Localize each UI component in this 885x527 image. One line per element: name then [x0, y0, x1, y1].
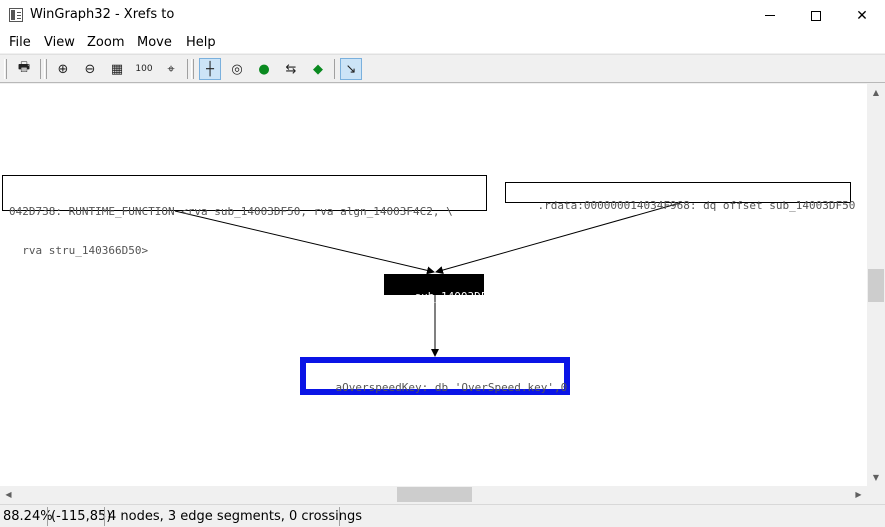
menu-bar: File View Zoom Move Help	[0, 31, 885, 53]
horizontal-scroll-thumb[interactable]	[397, 487, 472, 502]
scroll-up-icon[interactable]: ▲	[872, 88, 880, 97]
print-icon: 🖶	[17, 60, 31, 75]
toolbar-separator	[334, 59, 335, 79]
edge-a-to-c	[174, 210, 435, 275]
graph-edges	[174, 202, 681, 357]
minimize-icon	[765, 15, 775, 16]
status-coords: (-115,85)	[51, 509, 112, 524]
graph-node-overspeed-key[interactable]: aOverspeedKey: db 'OverSpeed.key',0	[300, 357, 570, 395]
maximize-button[interactable]	[793, 0, 839, 31]
title-bar: WinGraph32 - Xrefs to ✕	[0, 0, 885, 31]
menu-file[interactable]: File	[9, 35, 31, 50]
fit-window-button[interactable]: ▦	[106, 58, 128, 80]
close-button[interactable]: ✕	[839, 0, 885, 31]
menu-help[interactable]: Help	[186, 35, 216, 50]
zoom-in-button[interactable]: ⊕	[52, 58, 74, 80]
radar-button[interactable]: ◎	[226, 58, 248, 80]
scrollbar-corner	[867, 486, 885, 503]
scroll-right-icon[interactable]: ▶	[855, 490, 862, 499]
follow-edge-button[interactable]: ↘	[340, 58, 362, 80]
green-ball-icon: ●	[258, 61, 270, 77]
zoom-in-icon: ⊕	[57, 61, 69, 77]
minimize-button[interactable]	[747, 0, 793, 31]
north-direction-icon: ┼	[206, 61, 214, 77]
green-arrows-button[interactable]: ◆	[307, 58, 329, 80]
center-icon: ⌖	[167, 61, 175, 77]
close-icon: ✕	[856, 7, 868, 24]
toolbar-grip[interactable]	[191, 59, 194, 79]
green-arrows-icon: ◆	[313, 61, 323, 77]
status-divider	[47, 507, 48, 526]
graph-node-rdata-offset[interactable]: .rdata:000000014034F968: dq offset sub_1…	[505, 182, 855, 212]
layout-button[interactable]: ⇆	[280, 58, 302, 80]
status-divider	[339, 507, 340, 526]
node-text-line: rva stru_140366D50>	[9, 244, 149, 257]
app-icon	[9, 8, 23, 22]
menu-view[interactable]: View	[44, 35, 75, 50]
center-button[interactable]: ⌖	[160, 58, 182, 80]
graph-node-runtime-function[interactable]: 042D738: RUNTIME_FUNCTION <rva sub_14003…	[2, 175, 487, 257]
radar-icon: ◎	[231, 61, 243, 77]
toolbar: 🖶 ⊕ ⊖ ▦ 100 ⌖ ┼ ◎ ● ⇆ ◆ ↘	[0, 54, 885, 83]
edge-b-to-c	[435, 202, 681, 274]
green-ball-button[interactable]: ●	[253, 58, 275, 80]
vertical-scrollbar[interactable]: ▲ ▼	[867, 84, 885, 486]
vertical-scroll-thumb[interactable]	[868, 269, 884, 302]
fit-window-icon: ▦	[110, 61, 124, 77]
node-text-line: 042D738: RUNTIME_FUNCTION <rva sub_14003…	[9, 205, 453, 218]
status-divider	[104, 507, 105, 526]
layout-icon: ⇆	[285, 61, 297, 77]
follow-edge-icon: ↘	[345, 61, 357, 77]
toolbar-grip[interactable]	[44, 59, 47, 79]
scroll-left-icon[interactable]: ◀	[5, 490, 12, 499]
scroll-down-icon[interactable]: ▼	[872, 473, 880, 482]
maximize-icon	[811, 10, 821, 21]
status-summary: 4 nodes, 3 edge segments, 0 crossings	[108, 509, 362, 524]
node-text: sub_14003DF50	[414, 290, 501, 303]
node-text: .rdata:000000014034F968: dq offset sub_1…	[537, 199, 856, 212]
status-bar: 88.24% (-115,85) 4 nodes, 3 edge segment…	[0, 504, 885, 527]
menu-move[interactable]: Move	[137, 35, 172, 50]
toolbar-separator	[40, 59, 41, 79]
north-direction-button[interactable]: ┼	[199, 58, 221, 80]
print-button[interactable]: 🖶	[13, 58, 35, 80]
toolbar-separator	[187, 59, 188, 79]
zoom-100-button[interactable]: 100	[133, 58, 155, 80]
graph-node-sub-function[interactable]: sub_14003DF50	[384, 274, 501, 303]
horizontal-scrollbar[interactable]: ◀ ▶	[0, 486, 867, 503]
toolbar-grip[interactable]	[4, 59, 7, 79]
window-title: WinGraph32 - Xrefs to	[30, 7, 175, 22]
node-text: aOverspeedKey: db 'OverSpeed.key',0	[335, 381, 568, 394]
zoom-100-icon: 100	[135, 64, 153, 74]
menu-zoom[interactable]: Zoom	[87, 35, 125, 50]
status-zoom: 88.24%	[3, 509, 53, 524]
graph-canvas[interactable]: 042D738: RUNTIME_FUNCTION <rva sub_14003…	[0, 84, 867, 486]
zoom-out-button[interactable]: ⊖	[79, 58, 101, 80]
zoom-out-icon: ⊖	[84, 61, 96, 77]
